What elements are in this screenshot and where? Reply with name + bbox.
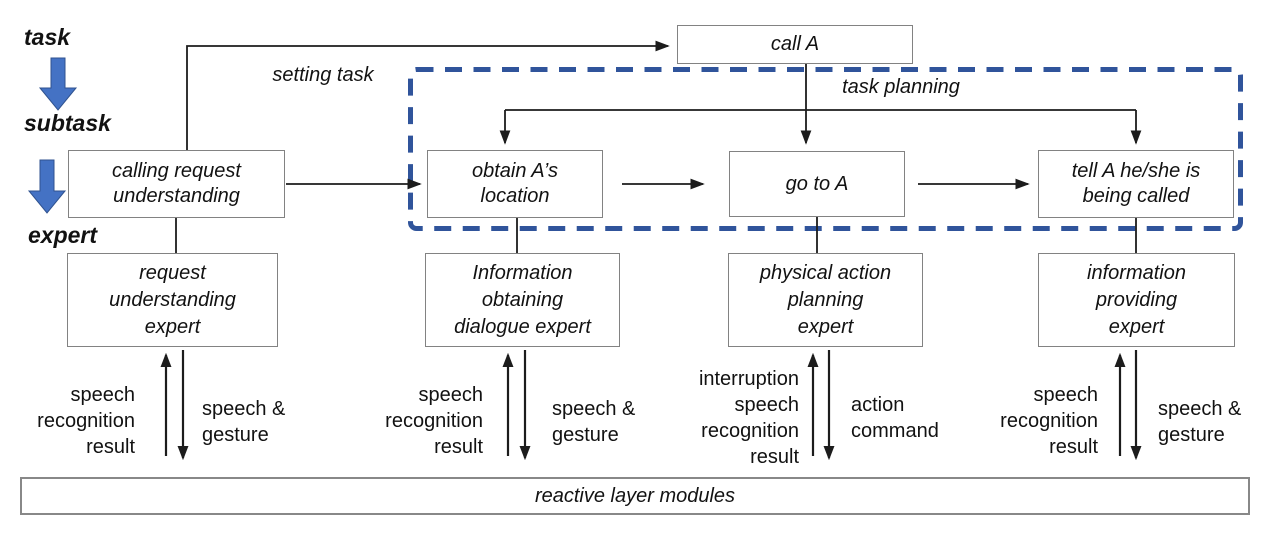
task-planning-dashed-region — [408, 67, 1243, 231]
col3-input-label: interruption speech recognition result — [698, 368, 799, 468]
call-a-box: call A — [677, 25, 913, 64]
task-planning-label: task planning — [842, 76, 960, 98]
col1-output-label: speech & gesture — [202, 398, 286, 446]
col2-output-label: speech & gesture — [552, 398, 636, 446]
subtask-box-tell-a: tell A he/she is being called — [1038, 150, 1234, 218]
subtask-to-expert-arrow — [27, 159, 67, 214]
expert-box-information-providing: information providing expert — [1038, 253, 1235, 347]
subtask-box-obtain-location: obtain A’s location — [427, 150, 603, 218]
hierarchy-label-expert: expert — [28, 222, 98, 248]
setting-task-connector — [186, 40, 670, 150]
expert-box-information-obtaining: Information obtaining dialogue expert — [425, 253, 620, 347]
hierarchy-label-task: task — [24, 24, 71, 50]
reactive-layer-bar: reactive layer modules — [20, 477, 1250, 515]
col1-input-label: speech recognition result — [37, 384, 135, 458]
setting-task-label: setting task — [272, 64, 374, 86]
subtask-box-go-to-a: go to A — [729, 151, 905, 217]
subtask-box-calling-request: calling request understanding — [68, 150, 285, 218]
reactive-layer-label: reactive layer modules — [534, 484, 736, 507]
hierarchy-label-subtask: subtask — [24, 110, 111, 136]
expert-box-physical-action: physical action planning expert — [728, 253, 923, 347]
task-to-subtask-arrow — [38, 57, 78, 111]
col2-input-label: speech recognition result — [385, 384, 483, 458]
expert-box-request-understanding: request understanding expert — [67, 253, 278, 347]
col4-input-label: speech recognition result — [1000, 384, 1098, 458]
col4-output-label: speech & gesture — [1158, 398, 1242, 446]
col3-output-label: action command — [851, 394, 939, 442]
